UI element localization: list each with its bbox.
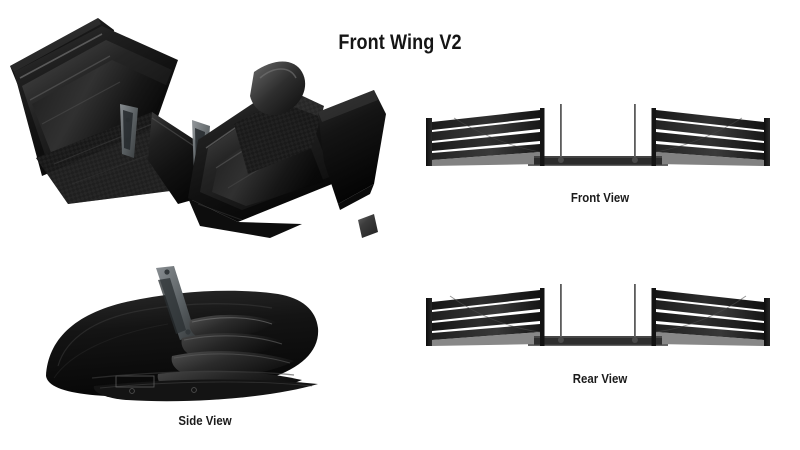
side-render-panel xyxy=(40,258,380,410)
rear-view-panel xyxy=(408,272,788,364)
front-view-graphic xyxy=(426,104,770,166)
isometric-wing-graphic xyxy=(10,18,386,238)
side-view-caption: Side View xyxy=(178,413,232,428)
front-view-caption: Front View xyxy=(570,190,630,205)
page-title: Front Wing V2 xyxy=(338,31,462,54)
rear-view-graphic xyxy=(426,284,770,346)
rear-view-caption: Rear View xyxy=(572,371,628,386)
isometric-render-panel xyxy=(2,8,402,258)
side-view-wing-graphic xyxy=(46,266,319,402)
front-view-panel xyxy=(408,92,788,184)
